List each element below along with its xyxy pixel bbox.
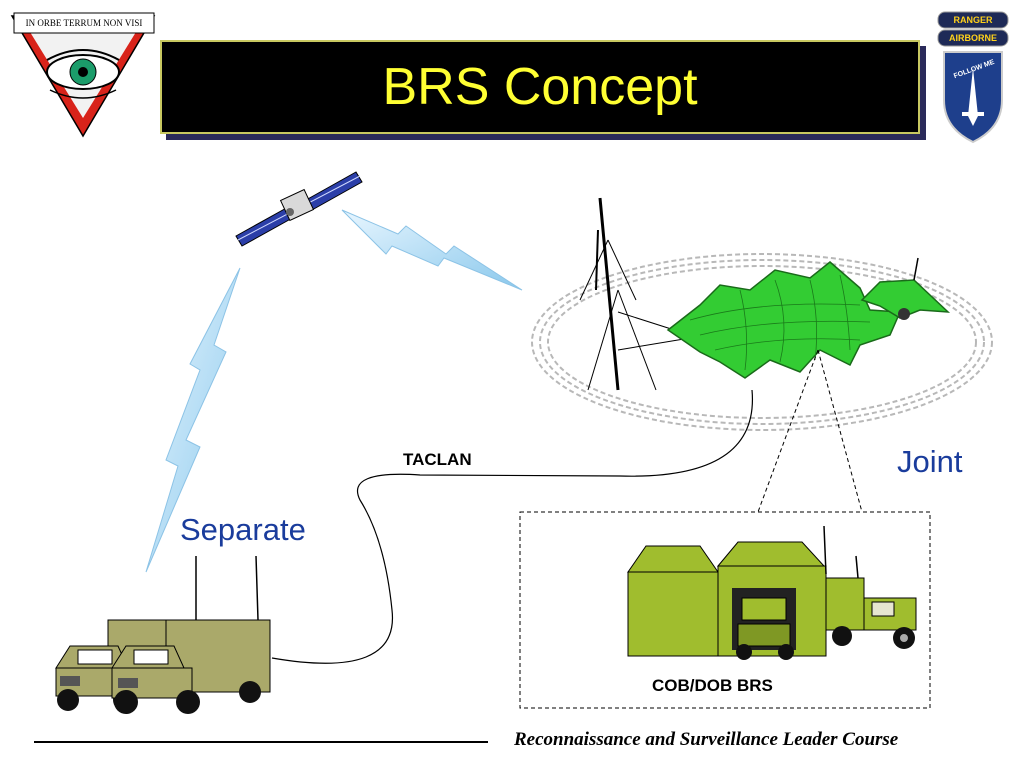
emblem-motto: IN ORBE TERRUM NON VISI <box>25 18 143 28</box>
ranger-tab: RANGER <box>953 15 993 25</box>
radio-tower-icon <box>579 197 691 391</box>
label-taclan: TACLAN <box>403 450 472 469</box>
joint-tent-complex-icon <box>666 257 951 379</box>
page-title: BRS Concept <box>382 58 698 116</box>
wire-perimeter <box>531 253 993 431</box>
cob-dob-callout-box <box>519 511 931 709</box>
callout-line-right <box>817 349 863 513</box>
footer-course-name: Reconnaissance and Surveillance Leader C… <box>514 729 899 750</box>
lightning-link-satellite-to-vehicle <box>145 267 241 573</box>
satellite-icon <box>235 171 363 247</box>
callout-line-left <box>757 349 819 513</box>
humvee-vehicles-icon <box>55 555 271 714</box>
title-banner: BRS Concept <box>160 40 920 134</box>
cob-dob-shelter-icon <box>627 525 827 660</box>
ranger-airborne-insignia-icon <box>937 11 1009 144</box>
lightning-link-satellite-to-base <box>341 209 523 291</box>
label-separate: Separate <box>180 512 306 547</box>
unit-emblem-icon <box>10 12 156 138</box>
label-joint: Joint <box>897 444 963 479</box>
taclan-cable <box>271 389 754 664</box>
airborne-tab: AIRBORNE <box>948 33 997 43</box>
brs-diagram <box>55 171 993 714</box>
label-cob-dob-brs: COB/DOB BRS <box>652 676 773 695</box>
footer-rule <box>34 741 488 743</box>
support-truck-icon <box>825 555 917 649</box>
